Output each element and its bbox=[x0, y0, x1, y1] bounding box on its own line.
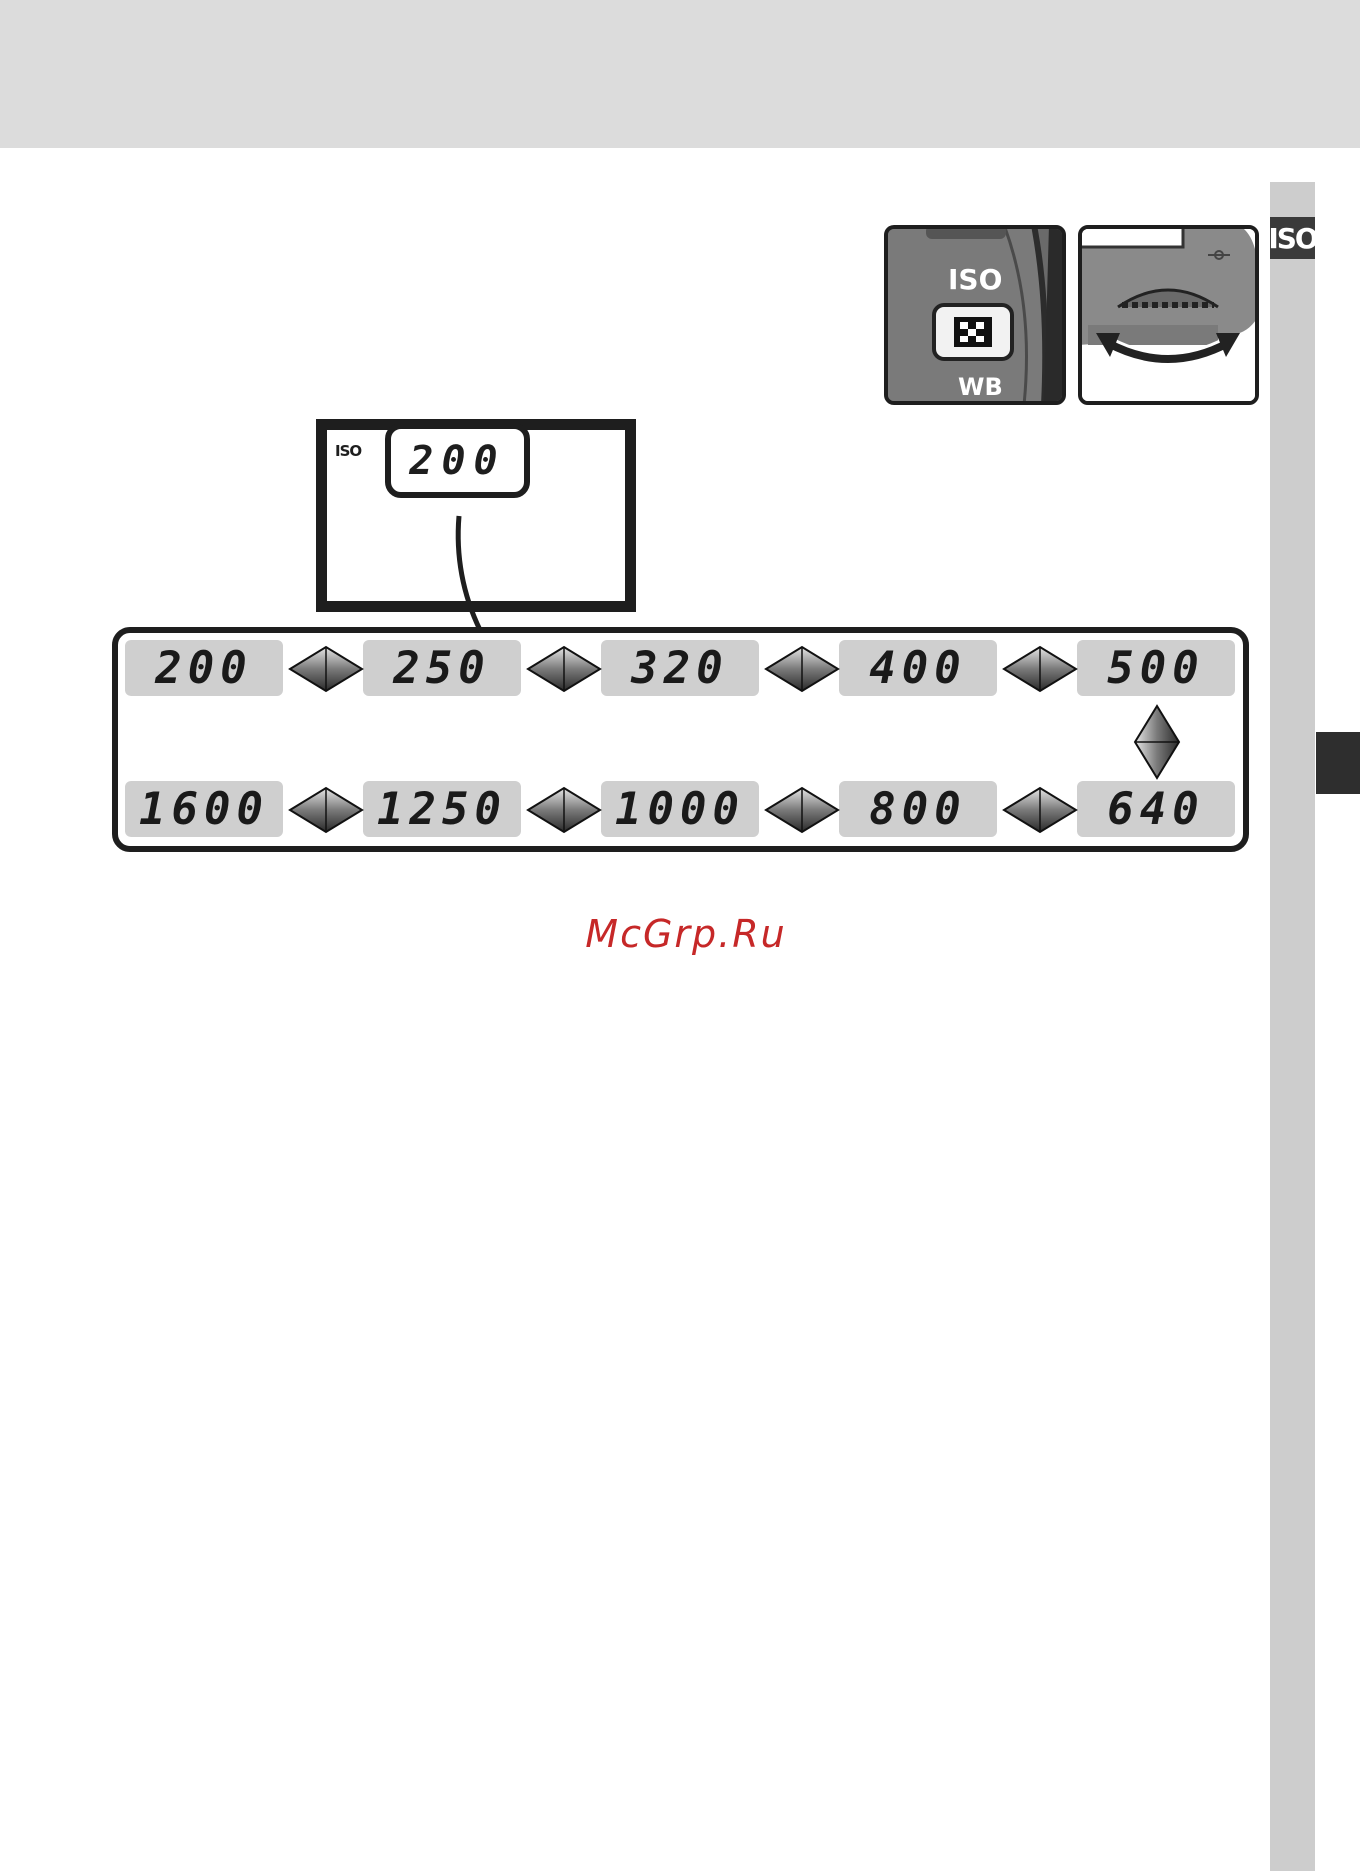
lcd-sensitivity-value: 200 bbox=[409, 438, 505, 484]
double-arrow-icon bbox=[526, 786, 602, 834]
iso-button-illustration: ISO WB bbox=[884, 225, 1066, 405]
double-arrow-icon bbox=[1002, 645, 1078, 693]
checker-icon bbox=[954, 317, 992, 347]
sensitivity-value-640: 640 bbox=[1077, 781, 1235, 837]
double-arrow-icon bbox=[526, 645, 602, 693]
sensitivity-value-200: 200 bbox=[125, 640, 283, 696]
double-arrow-icon bbox=[764, 786, 840, 834]
dial-drawing bbox=[1078, 225, 1259, 405]
sensitivity-value-400: 400 bbox=[839, 640, 997, 696]
double-arrow-icon bbox=[288, 645, 364, 693]
double-arrow-icon bbox=[764, 645, 840, 693]
sensitivity-value-500: 500 bbox=[1077, 640, 1235, 696]
side-strip bbox=[1270, 182, 1315, 1871]
iso-section-tab[interactable]: ISO bbox=[1270, 217, 1315, 259]
lcd-sensitivity-display: 200 bbox=[385, 423, 530, 498]
lcd-iso-indicator: ISO bbox=[335, 442, 361, 460]
double-arrow-icon bbox=[1002, 786, 1078, 834]
button-wb-label: WB bbox=[958, 373, 1003, 401]
command-dial-illustration bbox=[1078, 225, 1259, 405]
double-arrow-icon bbox=[288, 786, 364, 834]
sensitivity-value-1600: 1600 bbox=[125, 781, 283, 837]
sensitivity-value-1250: 1250 bbox=[363, 781, 521, 837]
button-iso-label: ISO bbox=[948, 263, 1002, 296]
sensitivity-value-800: 800 bbox=[839, 781, 997, 837]
section-marker-tab bbox=[1316, 732, 1360, 794]
callout-connector bbox=[440, 496, 500, 636]
sensitivity-value-250: 250 bbox=[363, 640, 521, 696]
sensitivity-value-1000: 1000 bbox=[601, 781, 759, 837]
watermark-text: McGrp.Ru bbox=[0, 912, 1360, 956]
vertical-double-arrow-icon bbox=[1133, 704, 1181, 780]
sensitivity-value-320: 320 bbox=[601, 640, 759, 696]
header-band bbox=[0, 0, 1360, 148]
protect-button bbox=[932, 303, 1014, 361]
